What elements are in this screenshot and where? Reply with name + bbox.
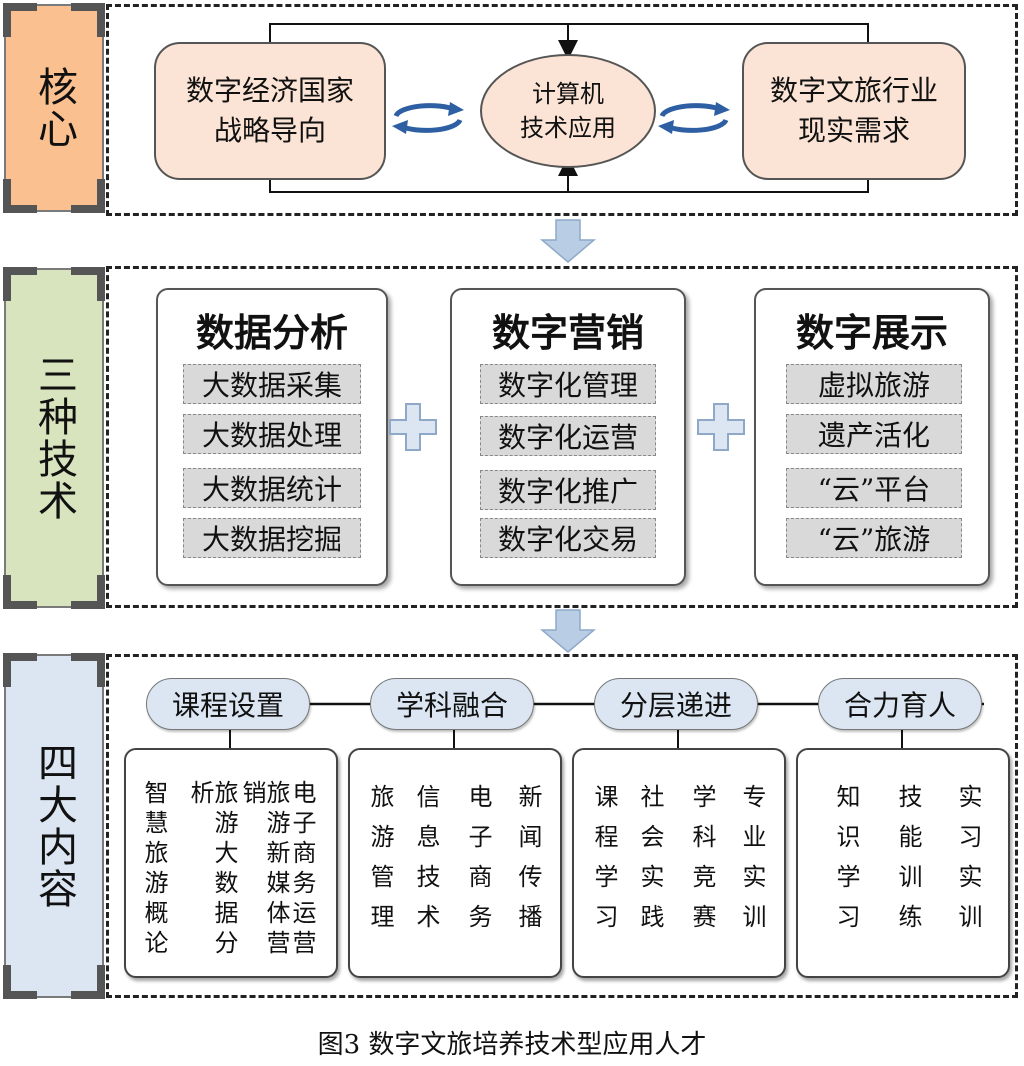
cycle-arrows-right <box>658 102 730 134</box>
discipline-column: 电子商务 <box>464 784 492 944</box>
tech-box-digital-display: 数字展示 虚拟旅游 遗产活化 “云”平台 “云”旅游 <box>754 288 990 586</box>
corner-ornament <box>3 3 37 37</box>
section-label-content: 四大内容 <box>3 653 105 999</box>
tech-item: 数字化推广 <box>480 470 656 510</box>
section-label-text: 四大内容 <box>31 742 77 910</box>
section-label-tech: 三种技术 <box>3 267 105 609</box>
tech-item: “云”旅游 <box>786 518 962 558</box>
tech-box-digital-marketing: 数字营销 数字化管理 数字化运营 数字化推广 数字化交易 <box>450 288 686 586</box>
computer-tech-ellipse: 计算机 技术应用 <box>480 54 656 168</box>
tech-item: 数字化交易 <box>480 518 656 558</box>
pill-joint-education: 合力育人 <box>818 678 982 730</box>
course-column: 智慧旅游概论 <box>140 780 168 960</box>
corner-ornament <box>71 179 105 213</box>
tech-item: 数字化运营 <box>480 416 656 456</box>
discipline-column: 新闻传播 <box>514 784 542 944</box>
discipline-column: 信息技术 <box>412 784 440 944</box>
progression-column: 课程学习 <box>590 784 618 944</box>
tech-item: 遗产活化 <box>786 414 962 454</box>
corner-ornament <box>3 965 37 999</box>
corner-ornament <box>71 3 105 37</box>
education-column: 技能训练 <box>894 784 922 944</box>
corner-ornament <box>71 575 105 609</box>
cycle-arrows-left <box>392 102 464 134</box>
progression-column: 学科竞赛 <box>688 784 716 944</box>
figure-caption: 图3 数字文旅培养技术型应用人才 <box>317 1030 707 1060</box>
tech-item: 大数据处理 <box>183 414 361 454</box>
course-column: 电子商务运营 <box>288 780 316 960</box>
ellipse-line: 技术应用 <box>520 114 616 142</box>
content-frame <box>106 654 1018 998</box>
tech-title: 数据分析 <box>195 311 348 355</box>
course-column: 旅游新媒体营销 <box>238 780 290 960</box>
core-frame <box>106 4 1018 216</box>
education-column: 知识学习 <box>832 784 860 944</box>
box-line: 数字经济国家 <box>185 74 354 107</box>
middle-symbols <box>389 403 745 653</box>
tech-item: “云”平台 <box>786 468 962 508</box>
corner-ornament <box>3 653 37 687</box>
corner-ornament <box>3 575 37 609</box>
corner-ornament <box>3 267 37 301</box>
tech-item: 数字化管理 <box>480 364 656 404</box>
tech-item: 大数据采集 <box>183 364 361 404</box>
ellipse-line: 计算机 <box>532 80 604 108</box>
pill-discipline-fusion: 学科融合 <box>370 678 534 730</box>
tech-box-data-analysis: 数据分析 大数据采集 大数据处理 大数据统计 大数据挖掘 <box>156 288 388 586</box>
section-label-text: 核心 <box>31 66 77 150</box>
flow-arrow-down-1 <box>539 219 597 263</box>
national-strategy-box: 数字经济国家 战略导向 <box>154 42 386 180</box>
corner-ornament <box>3 179 37 213</box>
tech-title: 数字展示 <box>795 311 948 355</box>
discipline-column: 旅游管理 <box>366 784 394 944</box>
content-box-joint-education: 知识学习 技能训练 实习实训 <box>796 748 1010 978</box>
box-line: 数字文旅行业 <box>769 74 938 107</box>
plus-icon <box>389 403 437 451</box>
section-label-text: 三种技术 <box>31 354 77 522</box>
content-box-progression: 课程学习 社会实践 学科竞赛 专业实训 <box>572 748 786 978</box>
progression-column: 社会实践 <box>636 784 664 944</box>
tech-item: 大数据挖掘 <box>183 518 361 558</box>
course-column: 旅游大数据分析 <box>186 780 238 960</box>
section-label-core: 核心 <box>3 3 105 213</box>
flow-arrow-down-2 <box>539 609 597 653</box>
pill-layered-progression: 分层递进 <box>594 678 758 730</box>
plus-icon <box>697 403 745 451</box>
progression-column: 专业实训 <box>738 784 766 944</box>
core-connectors <box>269 23 869 263</box>
corner-ornament <box>71 267 105 301</box>
content-box-disciplines: 旅游管理 信息技术 电子商务 新闻传播 <box>348 748 562 978</box>
corner-ornament <box>71 965 105 999</box>
tech-item: 大数据统计 <box>183 468 361 508</box>
industry-demand-box: 数字文旅行业 现实需求 <box>742 42 966 180</box>
box-line: 战略导向 <box>213 114 326 147</box>
tech-frame <box>106 266 1018 608</box>
pill-course-setting: 课程设置 <box>146 678 310 730</box>
tech-title: 数字营销 <box>491 311 644 355</box>
education-column: 实习实训 <box>954 784 982 944</box>
box-line: 现实需求 <box>797 114 910 147</box>
content-box-courses: 智慧旅游概论 旅游大数据分析 旅游新媒体营销 电子商务运营 <box>124 748 338 978</box>
tech-item: 虚拟旅游 <box>786 364 962 404</box>
corner-ornament <box>71 653 105 687</box>
